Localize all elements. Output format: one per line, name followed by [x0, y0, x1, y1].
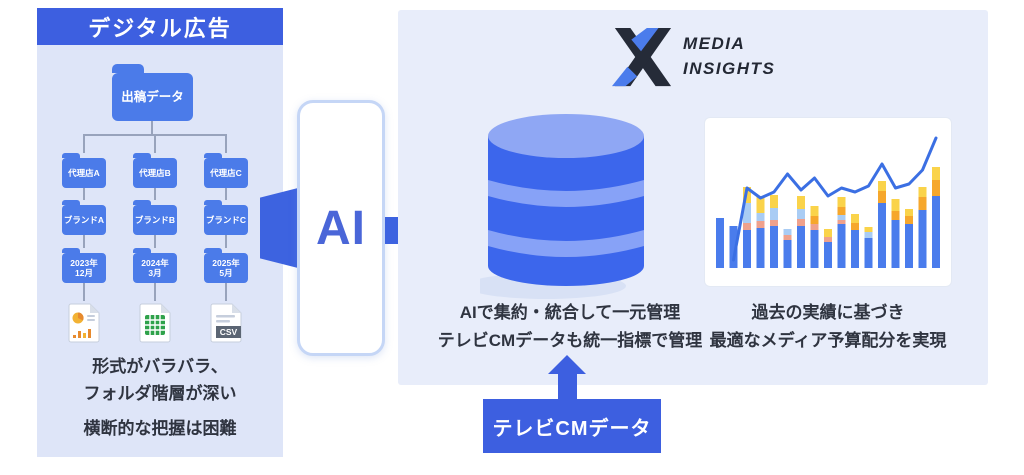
- tree-line: [225, 235, 227, 248]
- logo-wordmark: MEDIA INSIGHTS: [683, 32, 775, 81]
- flow-connector-trapezoid: [260, 188, 298, 268]
- tree-line: [83, 188, 85, 200]
- brand-line2: INSIGHTS: [683, 59, 776, 78]
- brand-line1: MEDIA: [683, 34, 746, 54]
- chart-caption-line2: 最適なメディア予算配分を実現: [709, 331, 947, 350]
- database-icon: [480, 114, 644, 299]
- up-arrow-icon: [548, 355, 586, 374]
- spreadsheet-file-icon: [139, 303, 171, 343]
- stacked-bar-line-chart: [716, 136, 940, 268]
- tree-line: [154, 235, 156, 248]
- folder-label: 12月: [75, 268, 93, 278]
- tree-line: [225, 188, 227, 200]
- tree-line: [83, 134, 85, 153]
- folder-label: 2024年: [141, 258, 169, 268]
- chart-caption: 過去の実績に基づき 最適なメディア予算配分を実現: [703, 299, 953, 355]
- report-chart-file-icon: [68, 303, 100, 343]
- folder-label: 2023年: [70, 258, 98, 268]
- root-folder-label: 出稿データ: [121, 90, 184, 104]
- left-caption-line3: 横断的な把握は困難: [83, 419, 237, 438]
- folder-agency-b: 代理店B: [133, 153, 177, 188]
- digital-ads-header: デジタル広告: [37, 8, 283, 45]
- folder-label: ブランドA: [63, 215, 105, 225]
- digital-ads-title: デジタル広告: [88, 15, 232, 41]
- folder-agency-c: 代理店C: [204, 153, 248, 188]
- tree-line: [154, 283, 156, 301]
- tree-line: [83, 235, 85, 248]
- folder-label: 2025年: [212, 258, 240, 268]
- folder-label: ブランドB: [134, 215, 176, 225]
- ai-box: AI: [297, 100, 385, 356]
- performance-chart-card: [704, 117, 952, 287]
- folder-label: ブランドC: [205, 215, 247, 225]
- x-logo-icon: [611, 27, 672, 87]
- media-insights-logo: MEDIA INSIGHTS: [611, 26, 775, 88]
- folder-brand-b: ブランドB: [133, 200, 177, 235]
- folder-date-3: 2025年 5月: [204, 248, 248, 283]
- folder-date-2: 2024年 3月: [133, 248, 177, 283]
- digital-ads-panel: デジタル広告 出稿データ 代理店A 代理店B 代理店C ブランドA ブランドB: [37, 8, 283, 457]
- chart-caption-line1: 過去の実績に基づき: [751, 303, 905, 322]
- tree-line: [225, 283, 227, 301]
- csv-file-icon: CSV: [210, 303, 242, 343]
- db-caption-line2: テレビCMデータも統一指標で管理: [437, 331, 703, 350]
- folder-agency-a: 代理店A: [62, 153, 106, 188]
- folder-brand-a: ブランドA: [62, 200, 106, 235]
- csv-badge-label: CSV: [220, 327, 238, 337]
- left-caption-line2: フォルダ階層が深い: [83, 384, 237, 403]
- folder-label: 代理店B: [139, 168, 171, 178]
- tree-line: [154, 188, 156, 200]
- folder-label: 3月: [148, 268, 162, 278]
- db-caption-line1: AIで集約・統合して一元管理: [459, 303, 681, 322]
- ai-label: AI: [316, 201, 366, 255]
- folder-label: 代理店A: [68, 168, 100, 178]
- db-caption: AIで集約・統合して一元管理 テレビCMデータも統一指標で管理: [400, 299, 740, 355]
- up-arrow-shaft: [558, 373, 577, 400]
- tree-line: [83, 283, 85, 301]
- left-caption-line1: 形式がバラバラ、: [92, 357, 228, 376]
- folder-label: 代理店C: [210, 168, 242, 178]
- tv-cm-data-label: テレビCMデータ: [492, 417, 652, 440]
- folder-label: 5月: [219, 268, 233, 278]
- tree-line: [154, 134, 156, 153]
- tv-cm-data-box: テレビCMデータ: [483, 399, 661, 453]
- folder-date-1: 2023年 12月: [62, 248, 106, 283]
- root-folder: 出稿データ: [112, 64, 193, 121]
- tree-line: [225, 134, 227, 153]
- media-insights-panel: MEDIA INSIGHTS AIで集約・統合して一元管理 テレビCMデータも統…: [398, 10, 988, 385]
- tree-line: [151, 121, 153, 135]
- folder-brand-c: ブランドC: [204, 200, 248, 235]
